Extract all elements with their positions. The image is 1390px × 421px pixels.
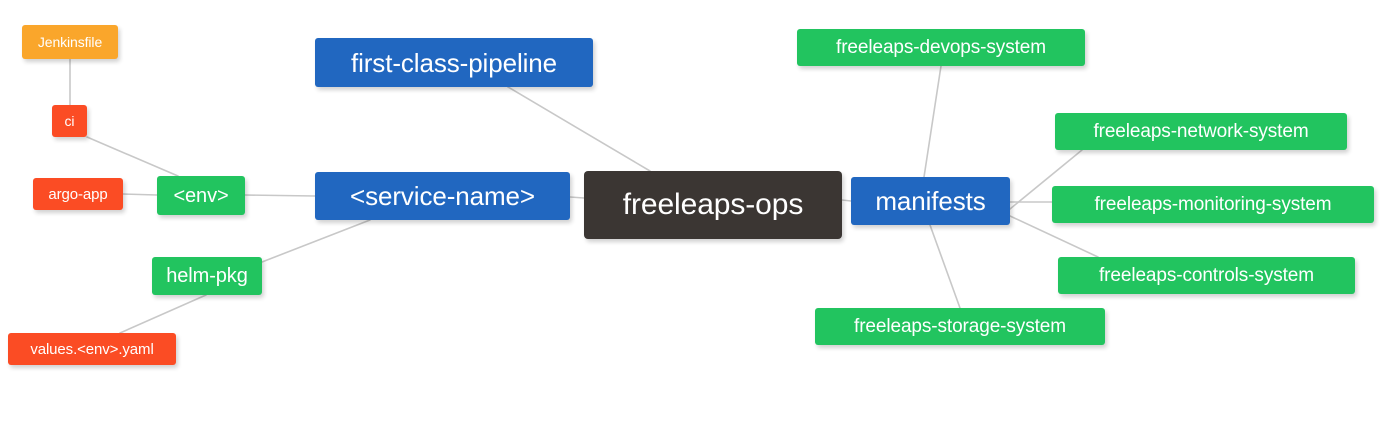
node-controls-system[interactable]: freeleaps-controls-system xyxy=(1058,257,1355,294)
node-label-controls-system: freeleaps-controls-system xyxy=(1098,265,1315,286)
edge-env-to-service-name xyxy=(244,194,316,197)
node-label-first-class-pipeline: first-class-pipeline xyxy=(350,47,558,78)
edge-argo-app-to-env xyxy=(122,193,158,196)
edge-service-name-to-freeleaps-ops xyxy=(569,196,585,199)
node-label-argo-app: argo-app xyxy=(48,185,108,203)
node-helm-pkg[interactable]: helm-pkg xyxy=(152,257,262,295)
edge-helm-pkg-to-values-yaml xyxy=(119,294,207,334)
node-ci[interactable]: ci xyxy=(52,105,87,137)
edge-service-name-to-helm-pkg xyxy=(261,219,371,263)
edge-manifests-to-storage-system xyxy=(929,224,961,309)
node-label-jenkinsfile: Jenkinsfile xyxy=(37,34,103,50)
node-label-service-name: <service-name> xyxy=(349,181,536,211)
node-label-ci: ci xyxy=(64,113,75,129)
node-label-freeleaps-ops: freeleaps-ops xyxy=(622,188,804,221)
node-jenkinsfile[interactable]: Jenkinsfile xyxy=(22,25,118,59)
node-label-storage-system: freeleaps-storage-system xyxy=(854,316,1066,337)
edge-manifests-to-devops-system xyxy=(923,65,942,178)
node-argo-app[interactable]: argo-app xyxy=(33,178,123,210)
node-devops-system[interactable]: freeleaps-devops-system xyxy=(797,29,1085,66)
edge-freeleaps-ops-to-manifests xyxy=(841,199,852,202)
node-label-manifests: manifests xyxy=(875,186,986,216)
node-first-class-pipeline[interactable]: first-class-pipeline xyxy=(315,38,593,87)
node-label-env: <env> xyxy=(173,184,229,207)
node-label-monitoring-system: freeleaps-monitoring-system xyxy=(1094,194,1332,215)
node-label-network-system: freeleaps-network-system xyxy=(1093,121,1309,142)
node-monitoring-system[interactable]: freeleaps-monitoring-system xyxy=(1052,186,1374,223)
node-label-helm-pkg: helm-pkg xyxy=(166,265,248,287)
node-network-system[interactable]: freeleaps-network-system xyxy=(1055,113,1347,150)
node-label-values-yaml: values.<env>.yaml xyxy=(30,340,154,358)
edge-ci-to-env xyxy=(86,136,179,177)
node-service-name[interactable]: <service-name> xyxy=(315,172,570,220)
node-storage-system[interactable]: freeleaps-storage-system xyxy=(815,308,1105,345)
edge-first-class-pipeline-to-freeleaps-ops xyxy=(507,86,651,172)
node-manifests[interactable]: manifests xyxy=(851,177,1010,225)
node-label-devops-system: freeleaps-devops-system xyxy=(836,37,1046,58)
node-values-yaml[interactable]: values.<env>.yaml xyxy=(8,333,176,365)
node-env[interactable]: <env> xyxy=(157,176,245,215)
node-freeleaps-ops[interactable]: freeleaps-ops xyxy=(584,171,842,239)
